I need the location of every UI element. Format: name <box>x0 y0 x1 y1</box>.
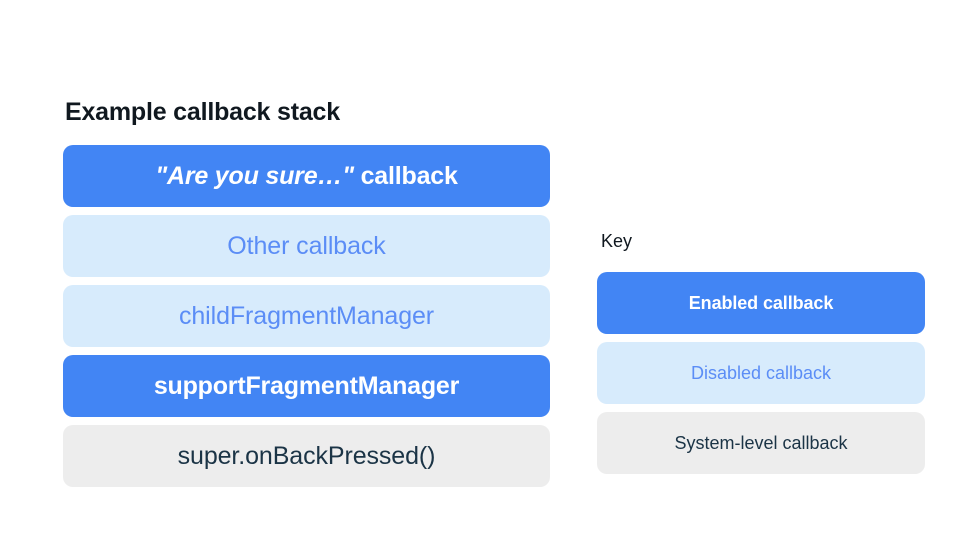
stack-row-label-rest: callback <box>353 161 458 190</box>
stack-row-child-fragment-manager: childFragmentManager <box>63 285 550 347</box>
stack-row-label: supportFragmentManager <box>153 371 460 400</box>
key-row-label: Enabled callback <box>688 292 834 313</box>
key-row-label: Disabled callback <box>690 362 832 383</box>
stack-row-label: Other callback <box>227 231 386 260</box>
stack-row-other-callback: Other callback <box>63 215 550 277</box>
key-row-system-level-callback: System-level callback <box>597 412 925 474</box>
stack-row-label: "Are you sure…" callback <box>155 161 458 191</box>
stack-row-super-on-back-pressed: super.onBackPressed() <box>63 425 550 487</box>
callback-stack-panel: Example callback stack "Are you sure…" c… <box>63 100 550 487</box>
key-row-enabled-callback: Enabled callback <box>597 272 925 334</box>
stack-row-label-emphasis: "Are you sure…" <box>155 161 354 190</box>
key-title: Key <box>601 231 633 251</box>
stack-row-label: super.onBackPressed() <box>177 441 436 470</box>
key-row-label: System-level callback <box>674 432 848 453</box>
key-row-disabled-callback: Disabled callback <box>597 342 925 404</box>
callback-stack-list: "Are you sure…" callback Other callback … <box>63 145 550 487</box>
key-panel: Key Enabled callback Disabled callback S… <box>597 232 925 474</box>
stack-row-support-fragment-manager: supportFragmentManager <box>63 355 550 417</box>
key-legend-list: Enabled callback Disabled callback Syste… <box>597 272 925 474</box>
callback-stack-title: Example callback stack <box>65 98 340 126</box>
stack-row-are-you-sure-callback: "Are you sure…" callback <box>63 145 550 207</box>
stack-row-label: childFragmentManager <box>178 301 435 330</box>
